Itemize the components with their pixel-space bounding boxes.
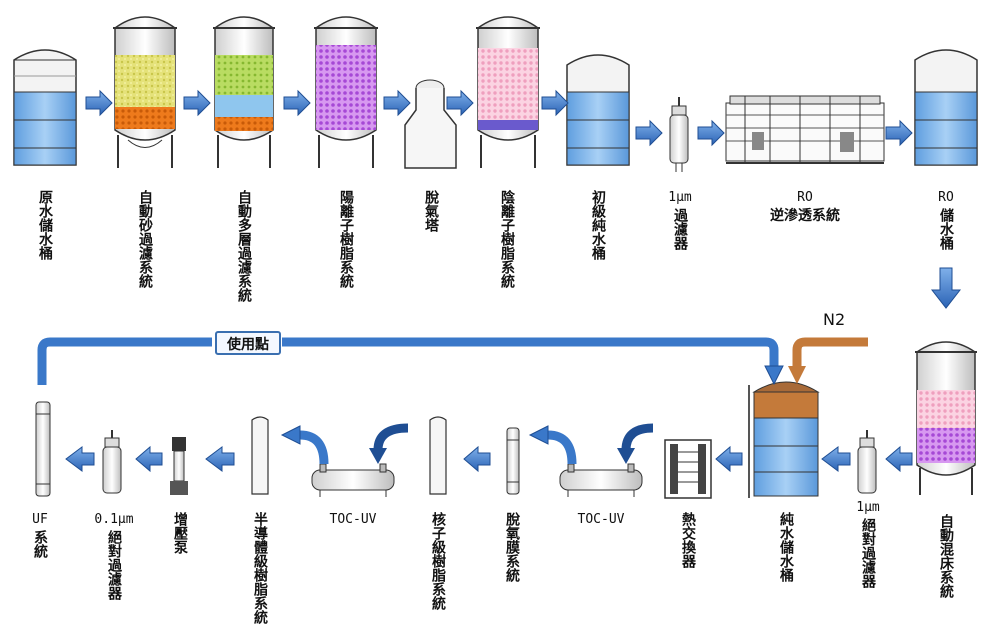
label-ro-system: 逆滲透系統 [770,208,840,224]
label-ro-tank: 儲水桶 [938,208,954,250]
booster-pump [170,437,188,495]
uf-membrane-module [35,401,51,497]
label-sand-filter: 自動砂過濾系統 [137,190,153,288]
ro-system-skid [725,95,885,164]
label-abs-filter-right: 絕對過濾器 [860,518,876,588]
semiconductor-grade-resin-column [251,416,269,495]
label-multimedia-filter: 自動多層過濾系統 [236,190,252,302]
label-toc-uv-2: TOC-UV [329,512,377,527]
label-uf-code: UF [32,512,48,527]
label-heat-exchanger: 熱交換器 [680,512,696,568]
label-primary-pure-tank: 初級純水桶 [590,190,606,260]
label-micron-filter-top-rating: 1μm [668,190,692,205]
n2-label: N2 [823,310,846,329]
top-flow-arrows [85,89,962,309]
nuclear-grade-resin-column [429,416,447,495]
label-degasser: 脫氣塔 [423,190,439,232]
toc-uv-unit-2 [311,463,395,497]
cation-resin-vessel [314,16,378,168]
mixed-bed-vessel [915,341,977,495]
label-abs-filter-left-rating: 0.1μm [94,512,134,527]
label-abs-filter-left: 絕對過濾器 [106,530,122,600]
label-ro-tank-code: RO [938,190,954,205]
label-toc-uv-1: TOC-UV [577,512,625,527]
toc-uv-unit-1 [559,463,643,497]
label-raw-water-tank: 原水儲水桶 [37,190,53,260]
label-pure-water-tank: 純水儲水桶 [778,512,794,582]
label-mixed-bed: 自動混床系統 [938,514,954,598]
heat-exchanger [664,439,712,499]
degas-membrane-column [506,427,520,495]
multimedia-filter-vessel [213,16,275,168]
label-micron-filter-top: 過濾器 [672,208,688,250]
use-point-box: 使用點 [215,331,281,355]
label-anion-resin: 陰離子樹脂系統 [499,190,515,288]
primary-pure-water-tank [566,54,630,166]
label-abs-filter-right-rating: 1μm [856,500,880,515]
absolute-filter-right [857,430,877,494]
sand-filter-vessel [113,16,177,168]
label-cation-resin: 陽離子樹脂系統 [338,190,354,288]
curved-flow-arrows [280,423,654,465]
label-uf-system: 系統 [32,530,48,558]
ro-storage-tank [914,49,978,166]
degassing-tower [404,79,457,169]
label-degas-membrane: 脫氧膜系統 [504,512,520,582]
label-ro-system-code: RO [797,190,813,205]
raw-water-tank [13,49,77,166]
micron-filter-top [669,97,689,172]
return-loop-pipe [37,337,784,386]
label-semiconductor-resin: 半導體級樹脂系統 [252,512,268,624]
bottom-flow-arrows [65,445,913,473]
n2-pipe [788,337,868,384]
absolute-filter-left [102,430,122,494]
label-nuclear-resin: 核子級樹脂系統 [430,512,446,610]
label-booster-pump: 增壓泵 [172,512,188,554]
anion-resin-vessel [476,16,540,168]
pure-water-storage-tank [748,381,820,498]
